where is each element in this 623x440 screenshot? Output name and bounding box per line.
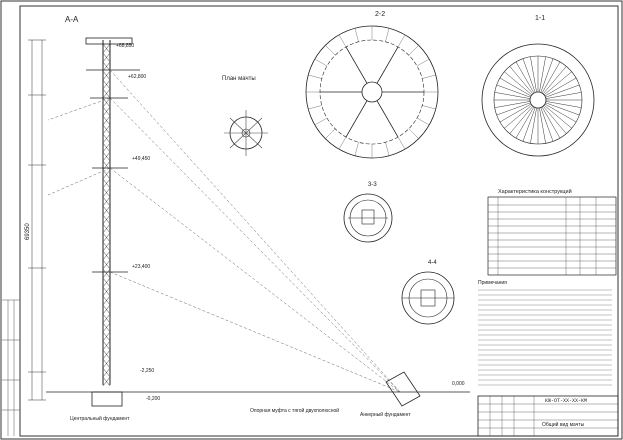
section-22-title: 2-2: [375, 11, 385, 18]
elev-ground: 0,000: [452, 381, 465, 387]
section-44-title: 4-4: [428, 260, 437, 266]
table-grid: [488, 197, 616, 275]
title-block-grid: [478, 396, 618, 436]
section-aa-title: А-А: [65, 15, 79, 24]
mast-elevation: А-А 69350 +68,850 +62,800 +49,4: [25, 15, 470, 422]
section-22: 2-2: [305, 11, 439, 159]
elev-foundation: -0,200: [146, 396, 160, 402]
elev-top: +68,850: [116, 43, 134, 49]
notes-block: Примечания: [478, 280, 612, 386]
notes-header: Примечания: [478, 280, 507, 286]
inner-frame: [19, 5, 619, 437]
mast-lattice: [102, 43, 111, 387]
elev-low: +23,400: [132, 264, 150, 270]
section-11: 1-1: [481, 15, 595, 157]
table-title: Характеристика конструкций: [498, 188, 572, 195]
elev-mid: +49,450: [132, 156, 150, 162]
section-44: 4-4: [401, 260, 455, 325]
disc-spokes: [320, 46, 424, 138]
ring-ribs: [494, 56, 582, 144]
doc-code: КЖ-ОТ-ХХ-ХХ-КМ: [545, 398, 587, 404]
s33-outer: [343, 193, 393, 243]
muff-label: Опорная муфта с тягой двухполюсной: [250, 407, 339, 414]
disc-hatching: [306, 26, 438, 158]
title-block: КЖ-ОТ-ХХ-ХХ-КМ Общий вид мачты: [477, 395, 619, 437]
elev-upper: +62,800: [128, 74, 146, 80]
plan-label: План мачты: [222, 76, 256, 82]
dimension-chain: [28, 39, 46, 401]
s44-core: [420, 289, 436, 307]
ring-outer: [481, 43, 595, 157]
central-foundation: [91, 391, 123, 407]
note-lines: [478, 289, 612, 386]
plan-axes: [224, 110, 268, 156]
sheet-title: Общий вид мачты: [542, 421, 585, 428]
table-frame: [487, 196, 617, 276]
characteristics-table: Характеристика конструкций: [487, 188, 617, 276]
guy-wires: [47, 69, 401, 393]
title-block-frame: [477, 395, 619, 437]
section-33-title: 3-3: [368, 182, 377, 188]
anchor-foundation: [385, 371, 421, 407]
anchor-foundation-label: Анкерный фундамент: [360, 411, 411, 418]
section-33: 3-3: [343, 182, 393, 243]
plan-view: План мачты: [222, 76, 268, 156]
overall-height: 69350: [25, 223, 31, 240]
section-11-title: 1-1: [535, 15, 545, 22]
left-binding-strip: [2, 299, 20, 436]
elev-base: -2,250: [140, 368, 154, 374]
central-foundation-label: Центральный фундамент: [70, 415, 130, 422]
s33-core: [361, 209, 375, 225]
top-platform: [85, 37, 133, 45]
